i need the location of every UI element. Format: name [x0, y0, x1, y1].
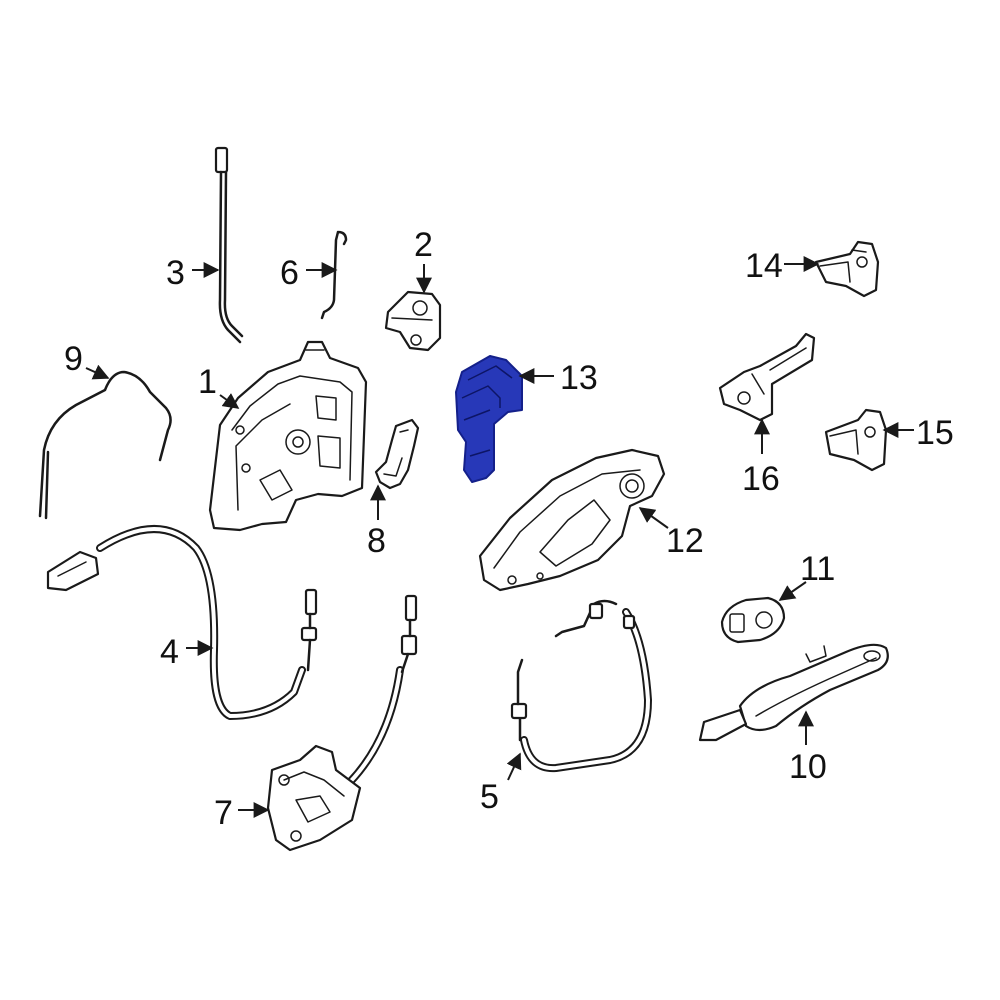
callout-labels: 1 2 3 4 5 6 7 8 9 10 11 12 13 14 15 16: [64, 226, 954, 832]
part-11-lock-cylinder[interactable]: [720, 596, 786, 644]
part-5-cable[interactable]: [510, 599, 652, 773]
leader-lines: [85, 256, 914, 818]
callout-15: 15: [916, 414, 954, 452]
part-6-rod[interactable]: [320, 230, 348, 320]
callout-10: 10: [789, 748, 827, 786]
leader-12: [638, 507, 669, 529]
callout-2: 2: [414, 226, 433, 264]
leader-9: [85, 364, 110, 380]
part-15-hinge[interactable]: [824, 408, 888, 472]
part-10-outer-handle[interactable]: [698, 643, 889, 742]
callout-9: 9: [64, 340, 83, 378]
callout-16: 16: [742, 460, 780, 498]
part-16-door-check[interactable]: [718, 332, 816, 422]
part-2-striker[interactable]: [384, 290, 442, 352]
callout-5: 5: [480, 778, 499, 816]
leader-11: [778, 581, 807, 601]
callout-11: 11: [800, 550, 835, 588]
callout-1: 1: [198, 363, 217, 401]
part-1-lock-actuator[interactable]: [208, 340, 368, 532]
callout-14: 14: [745, 247, 783, 285]
part-7-cable-bracket[interactable]: [266, 594, 418, 852]
part-9-wire-seal[interactable]: [38, 370, 172, 520]
callout-7: 7: [214, 794, 233, 832]
callout-13: 13: [560, 359, 598, 397]
callout-12: 12: [666, 522, 704, 560]
callout-6: 6: [280, 254, 299, 292]
callout-8: 8: [367, 522, 386, 560]
part-14-hinge[interactable]: [814, 240, 880, 298]
part-8-bracket[interactable]: [374, 418, 420, 490]
part-3-lock-rod[interactable]: [214, 146, 244, 344]
callout-3: 3: [166, 254, 185, 292]
leader-5: [506, 752, 522, 781]
callout-4: 4: [160, 633, 179, 671]
part-12-handle-carrier[interactable]: [478, 448, 666, 592]
part-13-highlighted-bracket[interactable]: [455, 355, 523, 483]
part-4-cable[interactable]: [46, 525, 318, 720]
leader-1: [219, 393, 240, 409]
